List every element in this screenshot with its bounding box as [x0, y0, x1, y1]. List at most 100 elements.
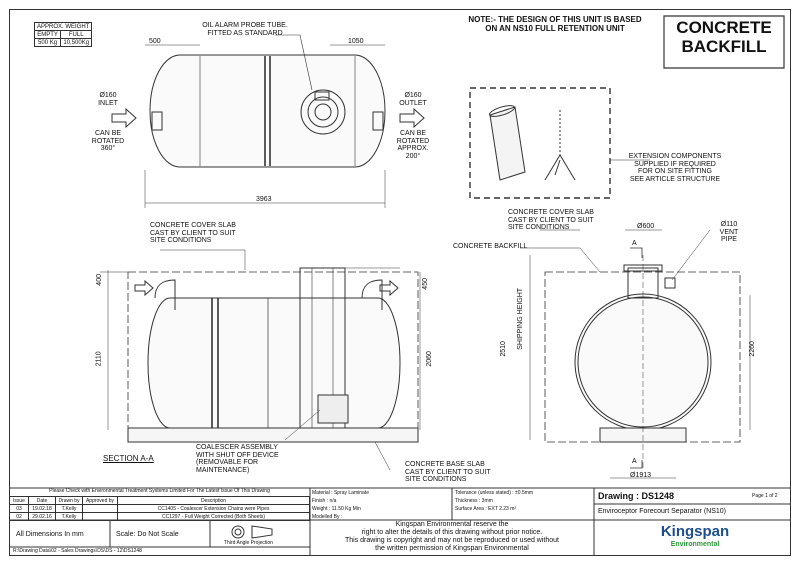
- weight-col-empty: EMPTY: [33, 30, 62, 39]
- base-line1: CONCRETE BASE SLAB: [405, 461, 485, 468]
- end-cover-label: CONCRETE COVER SLAB CAST BY CLIENT TO SU…: [508, 209, 594, 232]
- dim-400: 400: [96, 274, 103, 286]
- tolerance: Tolerance (unless stated) : ±0.5mm: [455, 490, 534, 496]
- section-mark-bottom: A: [632, 458, 637, 465]
- outlet-rot-2: ROTATED: [396, 137, 430, 145]
- section-title: SECTION A-A: [103, 454, 154, 463]
- rev-header-date: Date: [28, 496, 56, 505]
- rev-header-approved: Approved by: [82, 496, 118, 505]
- revision-table: Issue Date Drawn by Approved by Descript…: [9, 496, 310, 521]
- end-cover-line2: CAST BY CLIENT TO SUIT: [508, 216, 594, 224]
- copyright-line4: the written permission of Kingspan Envir…: [375, 545, 529, 552]
- section-outlet-arrow: [379, 279, 399, 297]
- inlet-rot-2: ROTATED: [91, 137, 125, 145]
- material: Material : Spray Laminate: [312, 490, 369, 496]
- dim-2510: 2510: [499, 341, 507, 357]
- inlet-text: INLET: [98, 99, 118, 107]
- rev-drawn: T.Kelly: [55, 512, 83, 521]
- rev-approved: [82, 512, 118, 521]
- rev-header-issue: Issue: [9, 496, 29, 505]
- outlet-rot-4: 200°: [405, 153, 421, 161]
- inlet-label: Ø160 INLET: [88, 92, 128, 107]
- material-info: Material : Spray Laminate Finish : n/a W…: [312, 489, 369, 521]
- plan-outlet-arrow: [399, 107, 425, 129]
- copyright-line2: right to alter the details of this drawi…: [361, 529, 543, 536]
- outlet-rotation: CAN BE ROTATED APPROX. 200°: [390, 130, 436, 161]
- rev-header-description: Description: [117, 496, 310, 505]
- section-cover-line2: CAST BY CLIENT TO SUIT: [150, 229, 236, 237]
- design-note-line1: NOTE:- THE DESIGN OF THIS UNIT IS BASED: [468, 15, 642, 24]
- extension-line2: SUPPLIED IF REQUIRED: [634, 160, 716, 168]
- coalescer-line3: (REMOVABLE FOR: [196, 459, 259, 467]
- dim-2110: 2110: [95, 351, 103, 367]
- kingspan-logo: Kingspan Environmental: [640, 523, 750, 548]
- extension-box: [469, 87, 611, 199]
- dim-2260: 2260: [748, 341, 756, 357]
- plan-manhole-outer: [300, 89, 346, 135]
- thickness: Thickness : 3mm: [455, 498, 493, 504]
- check-note: Please Check with Environmental Treatmen…: [49, 488, 270, 494]
- end-cover-line1: CONCRETE COVER SLAB: [508, 209, 594, 216]
- dim-450: 450: [422, 278, 429, 290]
- probe-tube-label: OIL ALARM PROBE TUBE. FITTED AS STANDARD: [195, 22, 295, 37]
- section-cover-label: CONCRETE COVER SLAB CAST BY CLIENT TO SU…: [150, 222, 236, 245]
- coalescer-label: COALESCER ASSEMBLY WITH SHUT OFF DEVICE …: [196, 444, 279, 475]
- finish: Finish : n/a: [312, 498, 337, 504]
- dim-3963: 3963: [256, 196, 272, 203]
- rev-description: CC1297 - Full Weight Corrected (Both She…: [117, 512, 310, 521]
- base-line2: CAST BY CLIENT TO SUIT: [405, 468, 491, 476]
- extension-line4: SEE ARTICLE STRUCTURE: [629, 176, 721, 184]
- rev-issue: 03: [9, 504, 29, 513]
- rev-issue: 02: [9, 512, 29, 521]
- plan-tank-body: [149, 54, 386, 168]
- dia-110: Ø110: [720, 221, 738, 228]
- section-cover-line1: CONCRETE COVER SLAB: [150, 222, 236, 229]
- coalescer-line2: WITH SHUT OFF DEVICE: [196, 451, 279, 459]
- outlet-rot-3: APPROX.: [397, 145, 429, 153]
- vent-pipe-label: Ø110 VENT PIPE: [714, 221, 744, 244]
- page-number: Page 1 of 2: [752, 493, 778, 499]
- dia-1913: Ø1913: [630, 472, 652, 479]
- probe-line1: OIL ALARM PROBE TUBE.: [202, 22, 288, 29]
- rev-approved: [82, 504, 118, 513]
- section-mark-top: A: [632, 240, 637, 247]
- section-inlet-arrow: [134, 279, 154, 297]
- section-tank-body: [147, 297, 401, 429]
- coalescer-line4: MAINTENANCE): [196, 467, 250, 475]
- design-note-line2: ON AN NS10 FULL RETENTION UNIT: [485, 23, 625, 33]
- revision-row: 03 19.02.18 T.Kelly CC1405 - Coalescer E…: [9, 504, 310, 513]
- end-backfill-label: CONCRETE BACKFILL: [453, 243, 528, 250]
- rev-description: CC1405 - Coalescer Extension Chains were…: [117, 504, 310, 513]
- revision-row: 02 29.02.16 T.Kelly CC1297 - Full Weight…: [9, 512, 310, 521]
- base-slab-label: CONCRETE BASE SLAB CAST BY CLIENT TO SUI…: [405, 461, 491, 484]
- drawing-sheet: [9, 9, 791, 556]
- inlet-rot-3: 360°: [100, 145, 116, 153]
- dim-1050: 1050: [348, 38, 364, 45]
- end-cover-line3: SITE CONDITIONS: [508, 224, 570, 232]
- rev-drawn: T.Kelly: [55, 504, 83, 513]
- logo-subtitle: Environmental: [670, 540, 720, 548]
- modelled-by: Modelled By :: [312, 514, 343, 520]
- weight-table-header: APPROX. WEIGHT: [33, 22, 93, 31]
- extension-line3: FOR ON SITE FITTING: [638, 168, 712, 176]
- extension-line1: EXTENSION COMPONENTS: [628, 153, 722, 160]
- surface-area: Surface Area : EXT 2.23 m²: [455, 506, 517, 512]
- copyright-line3: This drawing is copyright and may not be…: [344, 537, 559, 544]
- weight-table: APPROX. WEIGHT EMPTY FULL 500 Kg 10,500K…: [33, 22, 93, 47]
- badge-line1: CONCRETE: [676, 18, 772, 37]
- probe-line2: FITTED AS STANDARD: [207, 29, 283, 37]
- extension-label: EXTENSION COMPONENTS SUPPLIED IF REQUIRE…: [615, 153, 735, 184]
- weight: Weight : 11.50 Kg Min: [312, 506, 361, 512]
- file-path: R:\Drawing Data\02 - Sales Drawings\DS\D…: [13, 548, 142, 554]
- plan-inlet-arrow: [111, 107, 137, 129]
- base-line3: SITE CONDITIONS: [405, 476, 467, 484]
- rev-header-drawn: Drawn by: [55, 496, 83, 505]
- coalescer-line1: COALESCER ASSEMBLY: [196, 444, 278, 451]
- logo-wordmark: Kingspan: [660, 523, 730, 540]
- tolerance-info: Tolerance (unless stated) : ±0.5mm Thick…: [455, 489, 533, 513]
- rev-date: 19.02.18: [28, 504, 56, 513]
- inlet-diameter: Ø160: [99, 92, 117, 99]
- outlet-text: OUTLET: [399, 99, 427, 107]
- copyright-notice: Kingspan Environmental reserve the right…: [312, 521, 592, 553]
